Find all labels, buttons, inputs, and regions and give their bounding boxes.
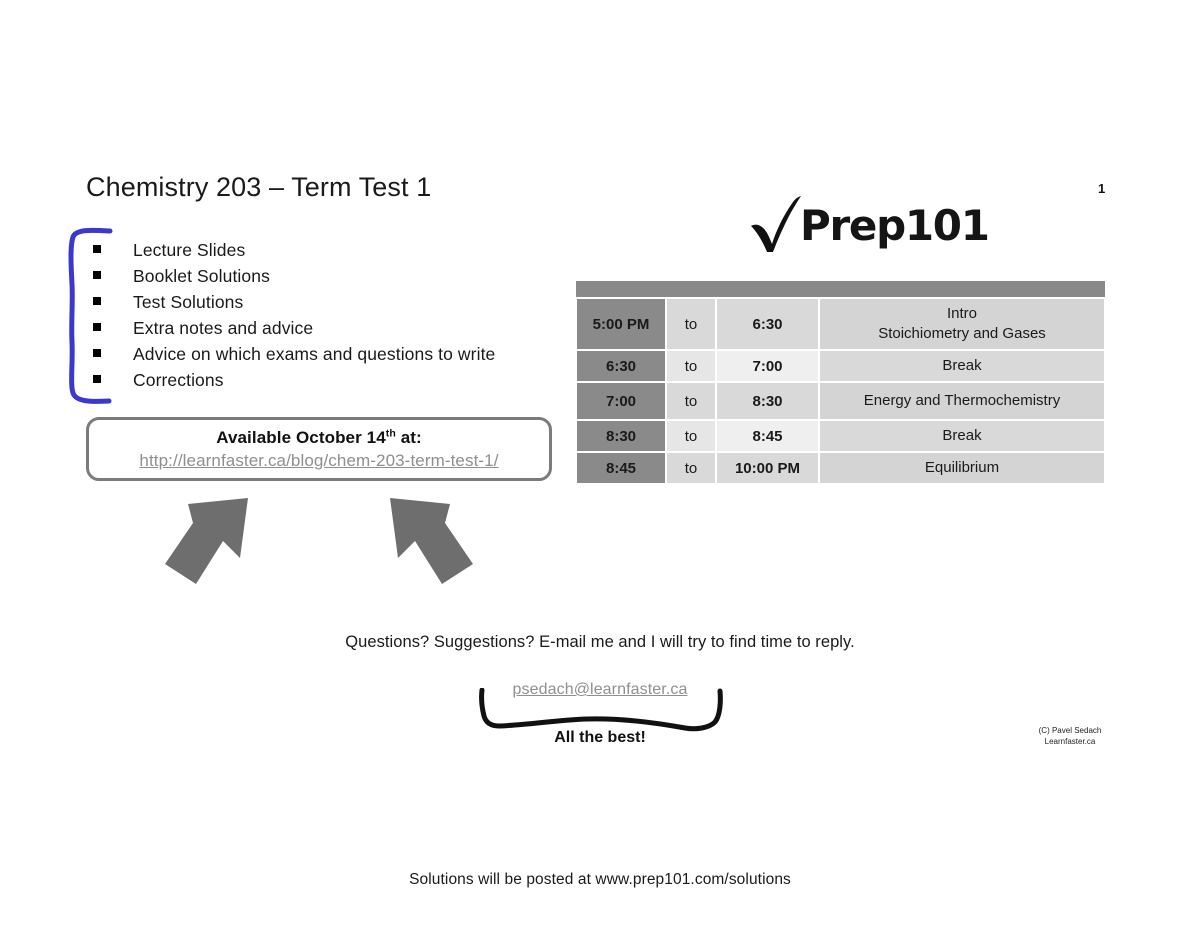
cell-to-label: to [665, 419, 717, 453]
cell-end-time: 6:30 [715, 297, 820, 351]
arrow-up-right-icon [165, 498, 248, 584]
cell-topic: Equilibrium [818, 451, 1106, 485]
list-item: Booklet Solutions [93, 266, 553, 292]
list-item: Extra notes and advice [93, 318, 553, 344]
table-row: 7:00 to 8:30 Energy and Thermochemistry [575, 381, 1106, 421]
list-item: Advice on which exams and questions to w… [93, 344, 553, 370]
cell-topic: Break [818, 419, 1106, 453]
copyright-line-1: (C) Pavel Sedach [1038, 726, 1102, 735]
availability-callout-box: Available October 14th at: http://learnf… [86, 417, 552, 481]
list-item-label: Test Solutions [133, 292, 244, 312]
cell-to-label: to [665, 297, 717, 351]
cell-start-time: 8:30 [575, 419, 667, 453]
square-bullet-icon [93, 297, 101, 305]
cell-end-time: 8:45 [715, 419, 820, 453]
prep101-logo: Prep101 [748, 193, 990, 255]
cell-start-time: 6:30 [575, 349, 667, 383]
availability-date-label: Available October 14th at: [216, 428, 422, 448]
list-item-label: Advice on which exams and questions to w… [133, 344, 496, 364]
square-bullet-icon [93, 271, 101, 279]
cell-end-time: 8:30 [715, 381, 820, 421]
blog-url-link[interactable]: http://learnfaster.ca/blog/chem-203-term… [139, 450, 499, 470]
list-item-label: Corrections [133, 370, 224, 390]
table-row: 8:30 to 8:45 Break [575, 419, 1106, 453]
contact-email-text: psedach@learnfaster.ca [512, 681, 688, 698]
questions-prompt: Questions? Suggestions? E-mail me and I … [345, 633, 855, 651]
page-title: Chemistry 203 – Term Test 1 [86, 172, 432, 202]
square-bullet-icon [93, 245, 101, 253]
cell-topic: Break [818, 349, 1106, 383]
prep101-wordmark: Prep101 [800, 201, 990, 250]
feature-bullet-list: Lecture Slides Booklet Solutions Test So… [93, 240, 553, 396]
footer-note: Solutions will be posted at www.prep101.… [409, 871, 791, 888]
list-item-label: Lecture Slides [133, 240, 246, 260]
arrow-up-left-icon [390, 498, 473, 584]
list-item: Lecture Slides [93, 240, 553, 266]
cell-to-label: to [665, 349, 717, 383]
checkmark-icon [751, 196, 801, 252]
square-bullet-icon [93, 323, 101, 331]
sign-off-label: All the best! [554, 729, 646, 746]
page-number: 1 [1098, 181, 1106, 196]
availability-date-suffix: at: [395, 427, 422, 447]
availability-date-superscript: th [385, 427, 396, 440]
cell-to-label: to [665, 381, 717, 421]
cell-topic: Energy and Thermochemistry [818, 381, 1106, 421]
square-bullet-icon [93, 375, 101, 383]
copyright-notice: (C) Pavel Sedach Learnfaster.ca [1020, 726, 1120, 748]
copyright-line-2: Learnfaster.ca [1044, 736, 1096, 746]
list-item: Corrections [93, 370, 553, 396]
table-row: 6:30 to 7:00 Break [575, 349, 1106, 383]
cell-start-time: 5:00 PM [575, 297, 667, 351]
table-header-bar-cell [576, 281, 1105, 299]
cell-to-label: to [665, 451, 717, 485]
cell-end-time: 10:00 PM [715, 451, 820, 485]
cell-end-time: 7:00 [715, 349, 820, 383]
cell-start-time: 8:45 [575, 451, 667, 485]
list-item-label: Booklet Solutions [133, 266, 270, 286]
list-item: Test Solutions [93, 292, 553, 318]
contact-email-link[interactable]: psedach@learnfaster.ca [0, 681, 1200, 699]
table-header-bar [576, 281, 1105, 299]
cell-start-time: 7:00 [575, 381, 667, 421]
availability-date-prefix: Available October 14 [216, 427, 386, 447]
square-bullet-icon [93, 349, 101, 357]
list-item-label: Extra notes and advice [133, 318, 314, 338]
table-row: 8:45 to 10:00 PM Equilibrium [575, 451, 1106, 485]
